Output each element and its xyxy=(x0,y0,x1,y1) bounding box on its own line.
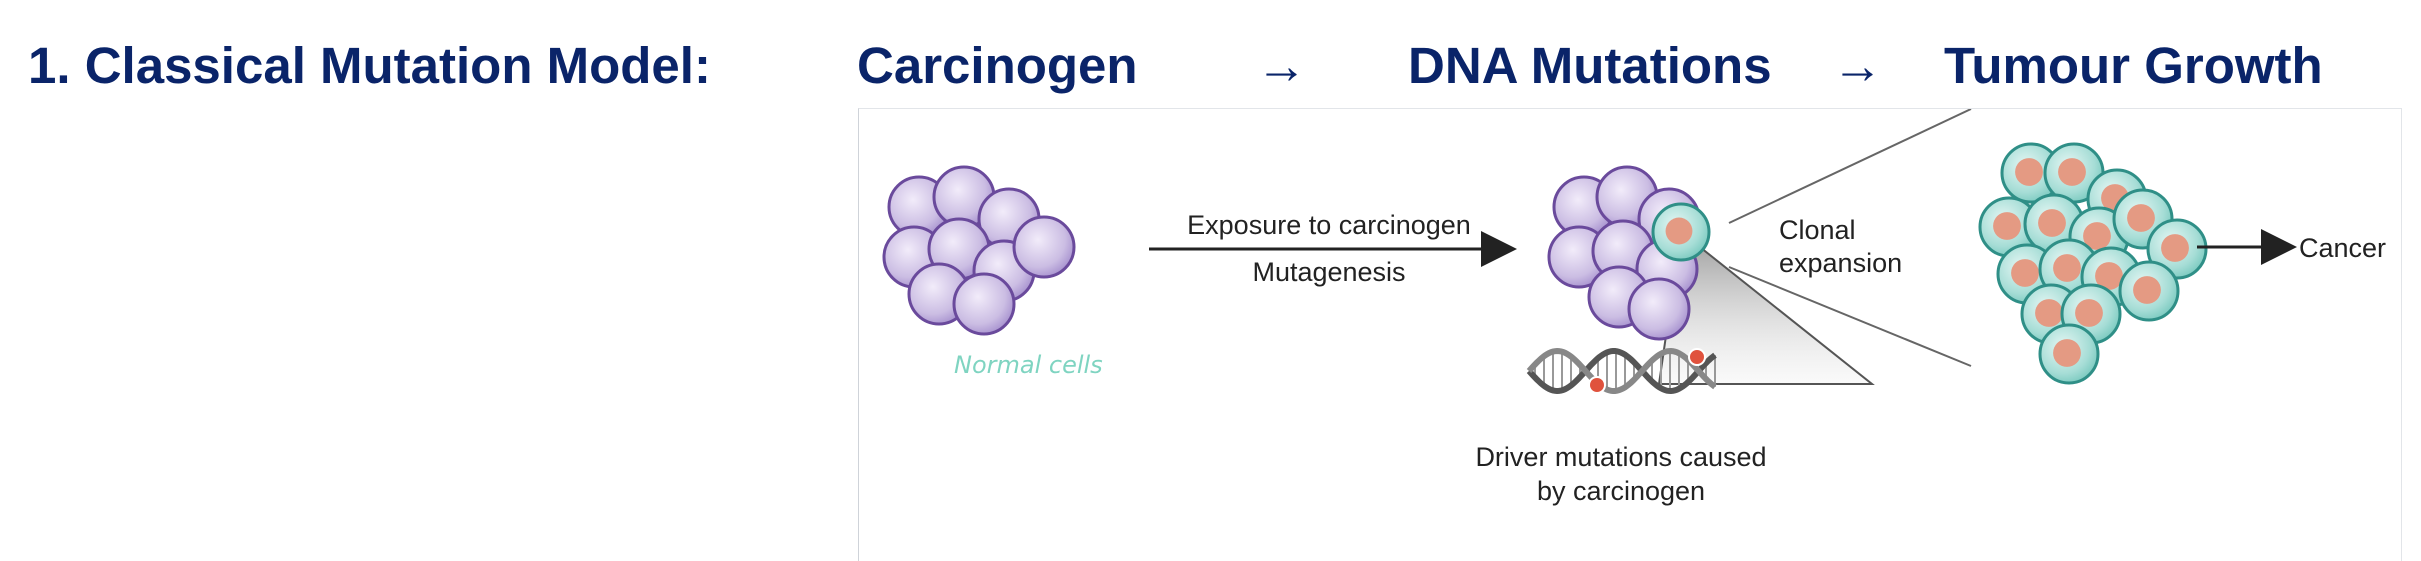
cell-nucleus xyxy=(1993,212,2021,240)
normal-cells-handwritten-note: Normal cells xyxy=(954,351,1103,379)
exposure-label: Exposure to carcinogen xyxy=(1187,210,1471,240)
expansion-line-top xyxy=(1728,109,1972,224)
driver-caption-line-1: Driver mutations caused xyxy=(1475,442,1766,472)
mutation-marker xyxy=(1688,348,1706,366)
cell-nucleus xyxy=(2075,299,2103,327)
cell-nucleus xyxy=(2127,204,2155,232)
cell-nucleus xyxy=(2133,276,2161,304)
cell-nucleus xyxy=(2053,254,2081,282)
normal-cell xyxy=(1012,215,1076,279)
cell-nucleus xyxy=(2011,259,2039,287)
cell-nucleus xyxy=(2083,222,2111,250)
expansion-label: expansion xyxy=(1779,248,1902,278)
cell-nucleus xyxy=(2015,158,2043,186)
cell-nucleus xyxy=(2161,234,2189,262)
step-carcinogen: Carcinogen xyxy=(857,37,1138,94)
normal-cell-cluster xyxy=(882,165,1076,336)
cell-nucleus xyxy=(2035,299,2063,327)
normal-cell xyxy=(952,272,1016,336)
cell-nucleus xyxy=(2058,158,2086,186)
expansion-line-bottom xyxy=(1728,266,1972,367)
arrow-right-icon: → xyxy=(1832,37,1883,94)
dna-helix-icon xyxy=(1526,347,1717,395)
dna-strand xyxy=(1526,347,1717,394)
step-dna-mutations: DNA Mutations xyxy=(1408,37,1772,94)
model-title: 1. Classical Mutation Model: xyxy=(28,37,711,94)
mutated-cell-cluster xyxy=(1547,165,1711,341)
cancer-label: Cancer xyxy=(2299,233,2386,263)
mutagenesis-label: Mutagenesis xyxy=(1252,257,1405,287)
cell-nucleus xyxy=(2038,209,2066,237)
driver-caption-line-2: by carcinogen xyxy=(1537,476,1705,506)
tumour-cell-cluster xyxy=(1978,142,2208,385)
cell-nucleus xyxy=(1665,217,1693,245)
figure-panel: Exposure to carcinogen Mutagenesis Norma… xyxy=(858,108,2402,561)
clonal-label: Clonal xyxy=(1779,215,1856,245)
step-tumour-growth: Tumour Growth xyxy=(1944,37,2323,94)
cell-nucleus xyxy=(2053,339,2081,367)
normal-cell xyxy=(1627,277,1691,341)
dna-strand xyxy=(1526,348,1717,395)
arrow-right-icon: → xyxy=(1256,37,1307,94)
mutation-marker xyxy=(1588,376,1606,394)
cell-nucleus xyxy=(2095,262,2123,290)
